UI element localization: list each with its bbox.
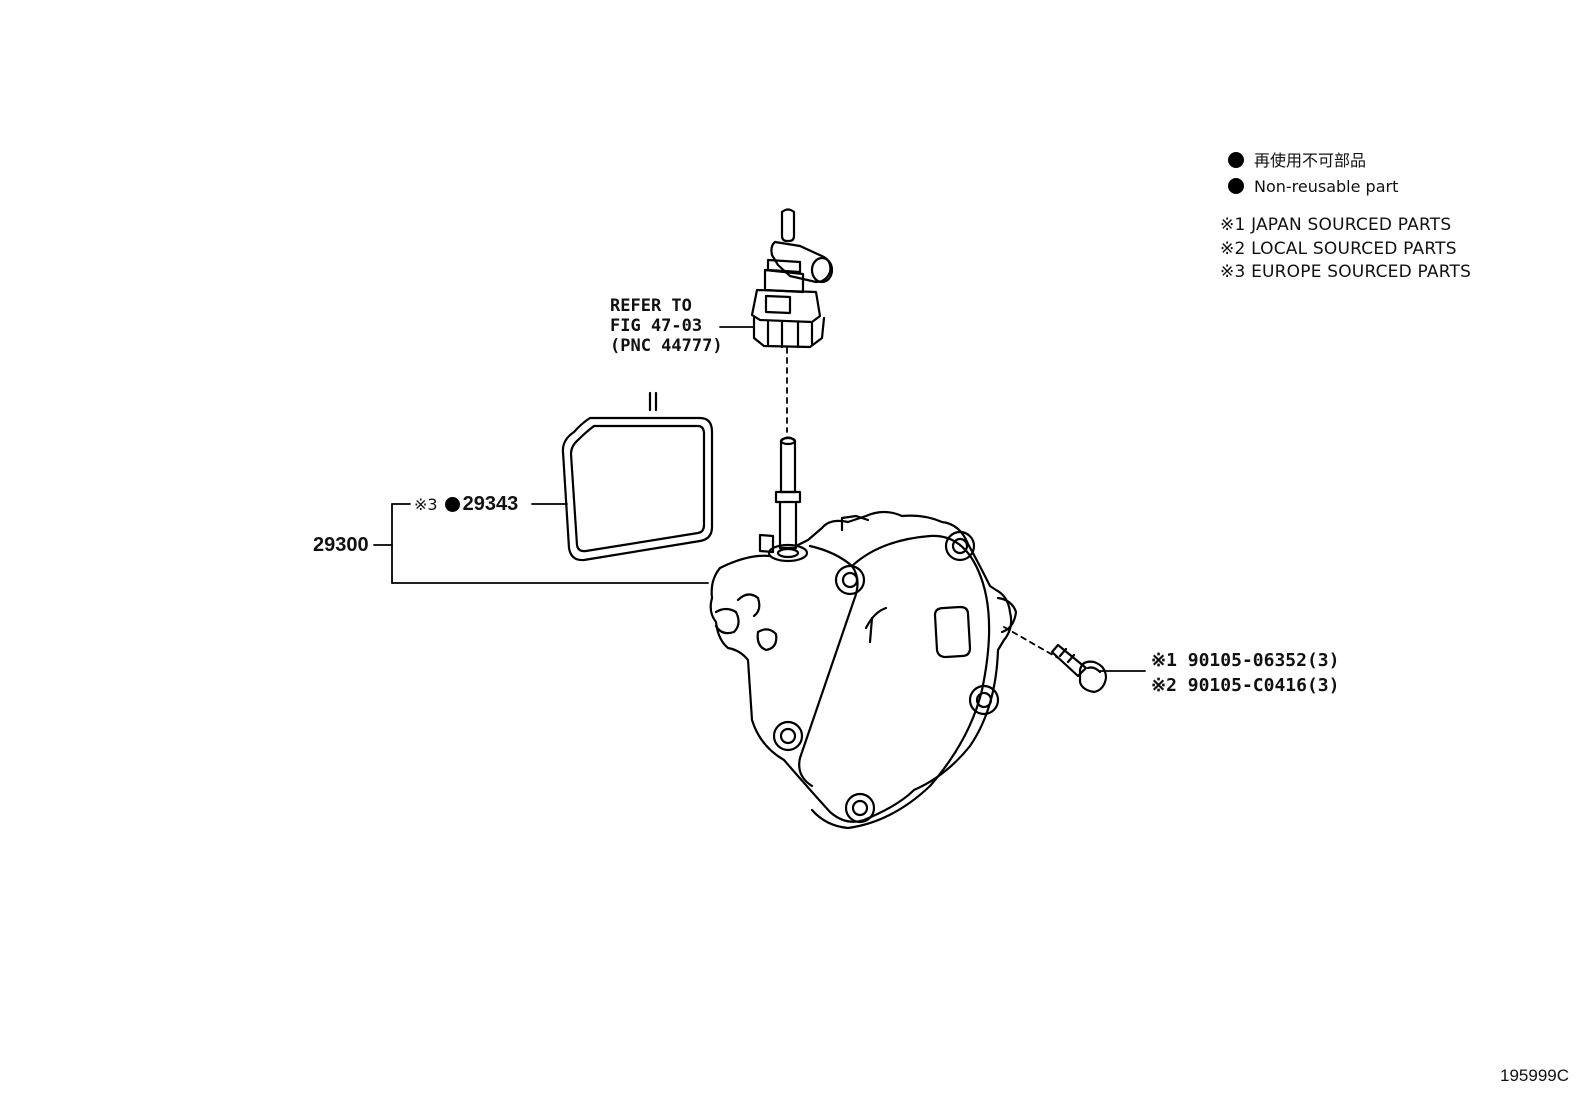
non-reusable-dot-icon [444, 497, 460, 512]
legend-label-jp: 再使用不可部品 [1254, 151, 1367, 170]
legend-row-jp: 再使用不可部品 [1228, 152, 1366, 170]
refer-line-3: (PNC 44777) [610, 336, 723, 356]
part-number-assembly: 29300 [313, 534, 369, 556]
gasket-callout: ※3 29343 [414, 494, 518, 514]
leader-lines [373, 326, 1146, 672]
bolt-90105 [1050, 643, 1108, 694]
bolt-callout-2: ※2 90105-C0416(3) [1151, 675, 1340, 696]
refer-callout: REFER TO FIG 47-03 (PNC 44777) [610, 296, 723, 356]
sensor-connector [750, 208, 834, 349]
legend-label-en: Non-reusable part [1254, 177, 1399, 196]
part-number-gasket: 29343 [462, 493, 519, 515]
refer-line-2: FIG 47-03 [610, 316, 703, 336]
non-reusable-dot-icon [1228, 152, 1244, 168]
refer-line-1: REFER TO [610, 296, 692, 316]
dashed-alignment-lines [786, 347, 1059, 659]
non-reusable-dot-icon [1228, 178, 1244, 194]
note-local-sourced: ※2 LOCAL SOURCED PARTS [1220, 239, 1457, 259]
bolt-callout-1: ※1 90105-06352(3) [1151, 650, 1340, 671]
gasket-29343 [561, 391, 714, 562]
note-japan-sourced: ※1 JAPAN SOURCED PARTS [1220, 215, 1452, 235]
figure-id: 195999C [1500, 1066, 1570, 1085]
legend-row-en: Non-reusable part [1228, 178, 1398, 196]
vacuum-pump-body [709, 510, 1018, 830]
note-europe-sourced: ※3 EUROPE SOURCED PARTS [1220, 262, 1472, 282]
pump-outlet-pipe [767, 436, 809, 563]
gasket-source-mark: ※3 [414, 495, 438, 514]
